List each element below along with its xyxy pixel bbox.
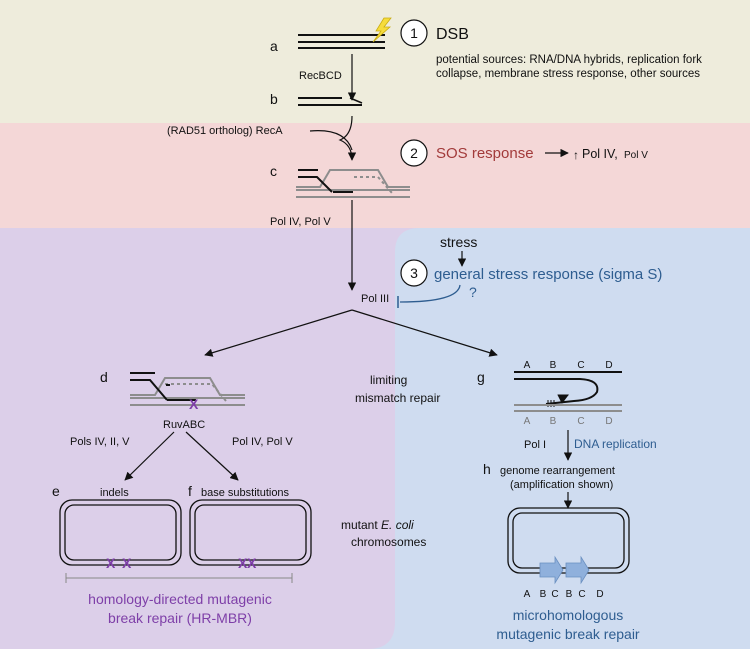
dsb-title: DSB — [436, 26, 469, 43]
pol-iv-pol-v-label: Pol IV, Pol V — [232, 436, 293, 448]
pol-iii-label: Pol III — [361, 293, 389, 305]
svg-text:A: A — [524, 589, 531, 600]
reca-label: (RAD51 ortholog) RecA — [167, 125, 283, 137]
chromosome-f-inner — [194, 504, 307, 561]
hr-panel — [0, 228, 420, 649]
segment-labels-chromosome: A B C B C D — [524, 589, 604, 600]
chromosome-f-outer — [189, 499, 312, 566]
label-c: c — [270, 163, 277, 179]
limiting-mmr-line2: mismatch repair — [355, 391, 440, 405]
chromosome-e-inner — [64, 504, 177, 561]
mutation-mark-d: X — [189, 396, 199, 412]
svg-text:D: D — [605, 416, 612, 427]
label-h: h — [483, 461, 491, 477]
mutant-line1: mutant E. coli — [341, 518, 414, 532]
hr-mbr-line2: break repair (HR-MBR) — [108, 610, 252, 626]
genome-rearr-line1: genome rearrangement — [500, 465, 615, 477]
mutant-line2: chromosomes — [351, 535, 426, 549]
hr-mbr-line1: homology-directed mutagenic — [88, 591, 272, 607]
step-1-circle — [400, 19, 428, 47]
pol-iv-v-label: Pol IV, Pol V — [270, 216, 331, 228]
sos-effect-main: Pol IV, — [582, 147, 618, 161]
stress-label: stress — [440, 234, 477, 250]
sos-title: SOS response — [436, 145, 534, 162]
label-b: b — [270, 91, 278, 107]
recbcd-label: RecBCD — [299, 70, 342, 82]
svg-text:C: C — [577, 360, 584, 371]
sos-band — [0, 123, 750, 228]
indels-label: indels — [100, 487, 129, 499]
dsb-sources-line1: potential sources: RNA/DNA hybrids, repl… — [436, 54, 702, 66]
stress-question: ? — [469, 284, 477, 300]
svg-text:B: B — [550, 360, 557, 371]
label-g: g — [477, 369, 485, 385]
chromosome-e-outer — [59, 499, 182, 566]
step-1-number: 1 — [410, 25, 418, 41]
svg-text:B: B — [550, 416, 557, 427]
svg-text:A: A — [524, 360, 531, 371]
step-2-circle — [400, 139, 428, 167]
d-loop-structure-c — [296, 169, 410, 198]
dna-replication-label: DNA replication — [574, 437, 657, 451]
step-2-number: 2 — [410, 145, 418, 161]
mutation-mark-f2: X — [247, 555, 257, 571]
lightning-icon — [372, 17, 392, 43]
svg-text:C: C — [578, 589, 585, 600]
segment-labels-top: A B C D — [524, 360, 613, 371]
step-3-circle — [400, 259, 428, 287]
segment-labels-bottom: A B C D — [524, 416, 613, 427]
dsb-band — [0, 0, 750, 123]
svg-text:C: C — [551, 589, 558, 600]
step-3-number: 3 — [410, 265, 418, 281]
limiting-mmr-line1: limiting — [370, 373, 407, 387]
mutation-mark-f1: X — [238, 555, 248, 571]
d-loop-structure-d: X — [130, 372, 245, 412]
label-e: e — [52, 483, 60, 499]
genome-rearr-line2: (amplification shown) — [510, 479, 613, 491]
micro-line2: mutagenic break repair — [496, 626, 640, 642]
ruvabc-label: RuvABC — [163, 419, 205, 431]
svg-text:B: B — [540, 589, 547, 600]
sos-effect-small: Pol V — [624, 150, 648, 161]
sos-effect-arrow: ↑ — [573, 148, 579, 162]
svg-text:B: B — [566, 589, 573, 600]
svg-text:D: D — [596, 589, 603, 600]
dsb-sources-line2: collapse, membrane stress response, othe… — [436, 68, 700, 80]
label-d: d — [100, 369, 108, 385]
label-a: a — [270, 38, 278, 54]
micro-line1: microhomologous — [513, 607, 624, 623]
mutation-mark-e2: X — [122, 555, 132, 571]
svg-text:D: D — [605, 360, 612, 371]
label-f: f — [188, 483, 192, 499]
stress-response-title: general stress response (sigma S) — [434, 266, 662, 283]
pols-iv-ii-v-label: Pols IV, II, V — [70, 436, 130, 448]
microhomology-structure — [514, 371, 622, 412]
amplification-arrows — [539, 555, 590, 585]
base-subs-label: base substitutions — [201, 487, 290, 499]
svg-text:A: A — [524, 416, 531, 427]
mutation-mark-e1: X — [106, 555, 116, 571]
svg-text:C: C — [577, 416, 584, 427]
pol-i-label: Pol I — [524, 439, 546, 451]
